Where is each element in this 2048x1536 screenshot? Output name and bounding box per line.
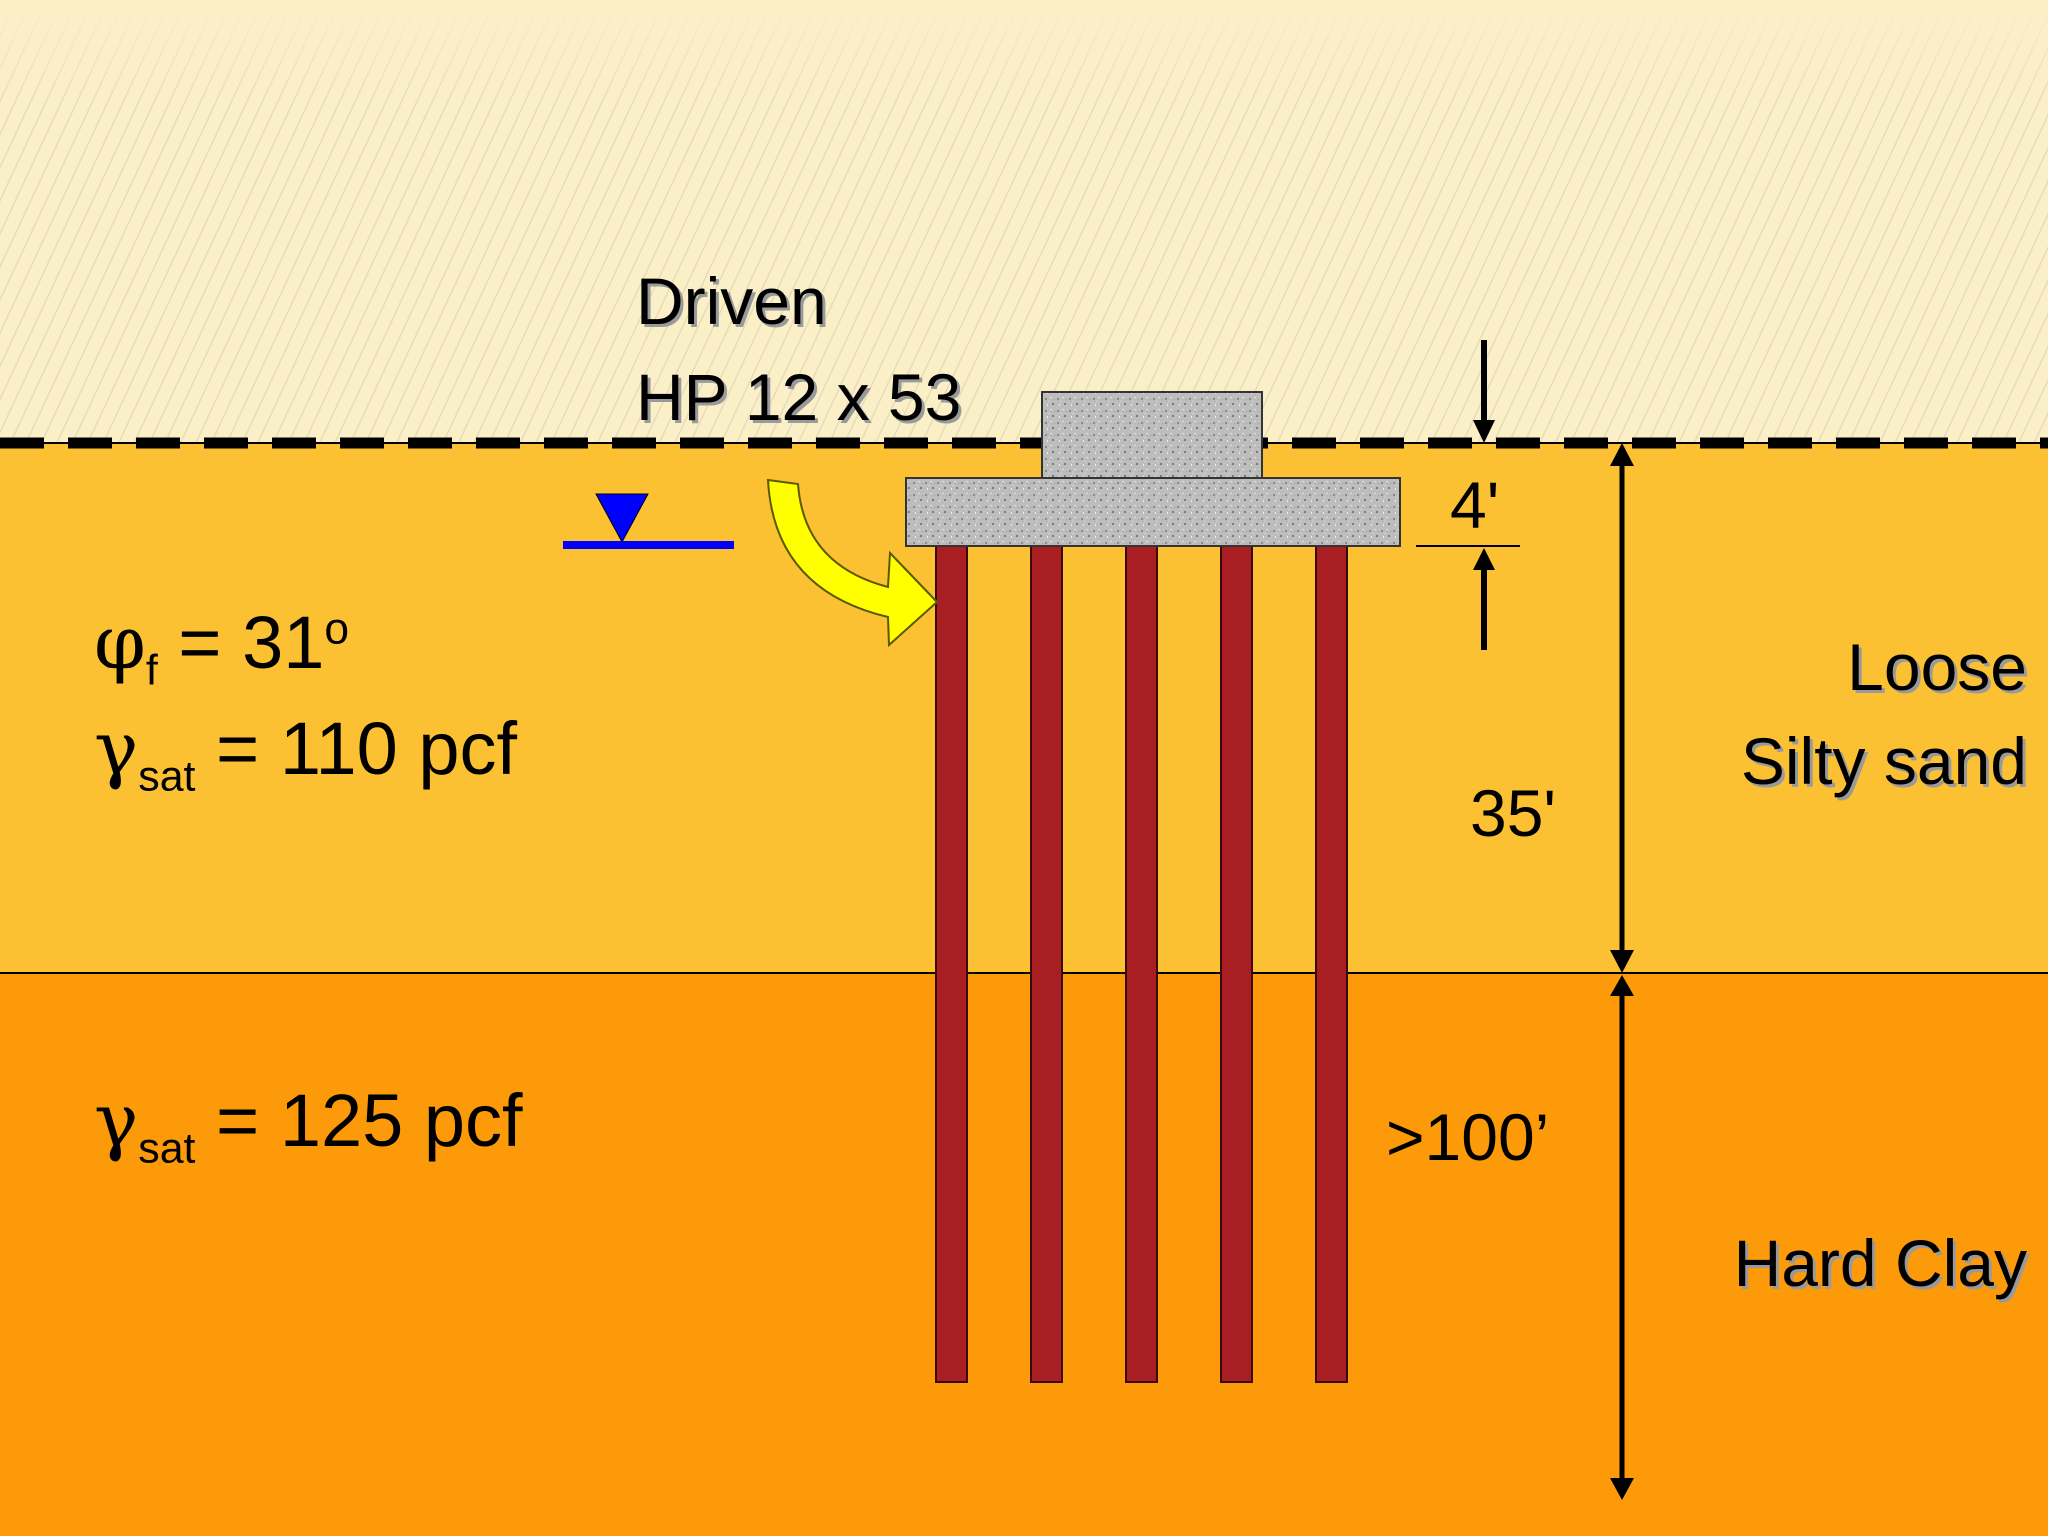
sky-fade bbox=[0, 0, 2048, 110]
clay-unit-weight-label: γsat = 125 pcf bbox=[94, 1084, 523, 1170]
gamma-subscript: sat bbox=[138, 752, 196, 801]
sand-name-line2: Silty sand bbox=[1740, 724, 2027, 798]
hard-clay-layer bbox=[0, 973, 2048, 1536]
pile bbox=[1220, 527, 1253, 1383]
phi-symbol: φ bbox=[94, 600, 146, 686]
phi-degree: o bbox=[324, 604, 350, 654]
pile bbox=[1125, 527, 1158, 1383]
gamma-subscript: sat bbox=[138, 1124, 196, 1173]
pedestal bbox=[1041, 391, 1263, 479]
sand-name-line1: Loose bbox=[1847, 630, 2027, 704]
water-table-triangle-icon bbox=[563, 493, 734, 549]
clay-name-label: Hard Clay bbox=[1733, 1226, 2027, 1300]
clay-gamma-value: = 125 pcf bbox=[195, 1079, 523, 1162]
pile-group bbox=[935, 527, 1348, 1383]
sand-thickness-dimension bbox=[1610, 443, 1634, 973]
sand-thickness-label: 35' bbox=[1470, 776, 1557, 850]
pile bbox=[935, 527, 968, 1383]
friction-angle-label: φf = 31o bbox=[94, 606, 349, 692]
pile-type-label-line2: HP 12 x 53 bbox=[636, 360, 962, 434]
phi-subscript: f bbox=[145, 646, 158, 695]
clay-thickness-label: >100’ bbox=[1386, 1100, 1550, 1174]
clay-thickness-dimension bbox=[1610, 975, 1634, 1500]
gamma-symbol: γ bbox=[94, 1078, 139, 1164]
cap-embedment-dimension bbox=[1416, 340, 1520, 650]
cap-embedment-label: 4' bbox=[1450, 468, 1500, 542]
gamma-symbol: γ bbox=[94, 706, 139, 792]
sand-gamma-value: = 110 pcf bbox=[195, 707, 518, 790]
pile-type-label-line1: Driven bbox=[636, 264, 827, 338]
pile bbox=[1315, 527, 1348, 1383]
pile-cap bbox=[905, 477, 1401, 547]
sand-unit-weight-label: γsat = 110 pcf bbox=[94, 712, 517, 798]
pile bbox=[1030, 527, 1063, 1383]
phi-value: = 31 bbox=[157, 601, 325, 684]
curved-arrow-icon bbox=[766, 478, 939, 648]
